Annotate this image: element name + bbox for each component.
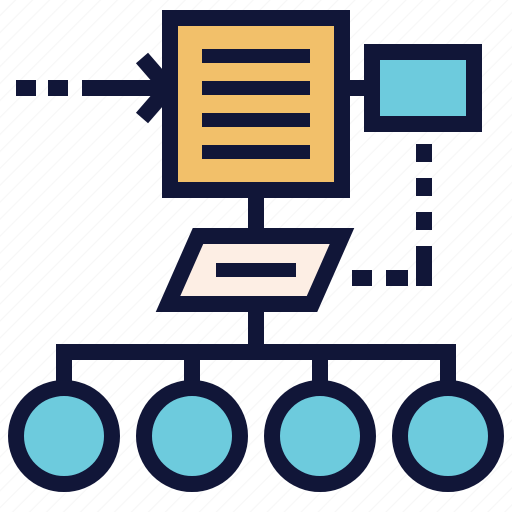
child-node-icon (392, 380, 504, 492)
document-icon (162, 10, 350, 198)
document-box (162, 10, 350, 198)
incoming-arrow-icon (16, 52, 179, 124)
side-box-icon (364, 44, 482, 132)
input-output-shape (155, 228, 355, 312)
child-node-icon (8, 380, 120, 492)
branch-line (56, 344, 456, 388)
dotted-connector (352, 144, 432, 286)
child-node-icon (264, 380, 376, 492)
child-node-icon (136, 380, 248, 492)
